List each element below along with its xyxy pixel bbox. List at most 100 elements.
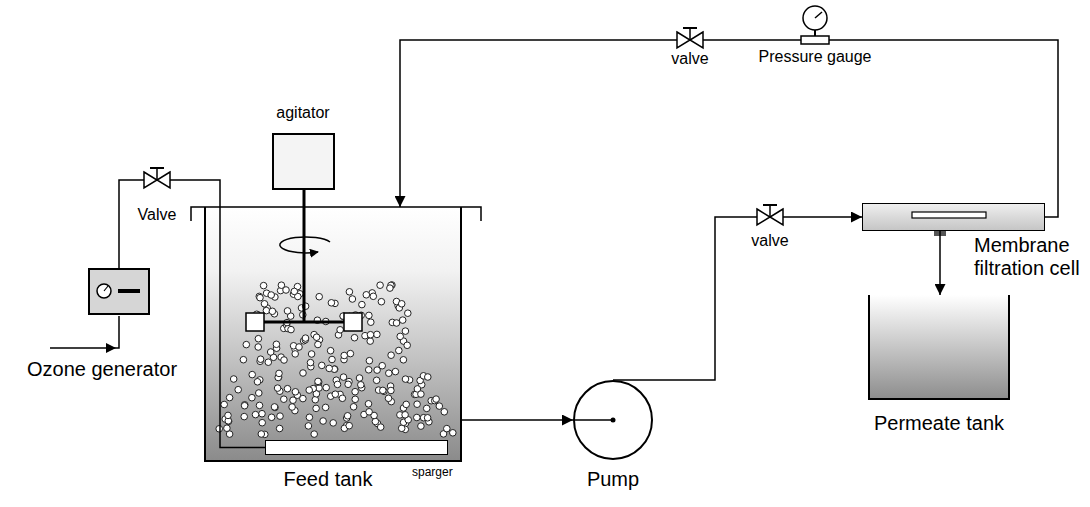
bubble: [344, 413, 351, 420]
bubble: [404, 342, 411, 349]
bubble: [255, 344, 262, 351]
bubble: [387, 285, 394, 292]
node-label: Pump: [587, 468, 639, 491]
bubble: [328, 300, 335, 307]
bubble: [319, 362, 326, 369]
bubble: [241, 413, 248, 420]
bubble: [372, 418, 379, 425]
bubble: [349, 296, 356, 303]
bubble: [337, 327, 344, 334]
bubble: [356, 375, 363, 382]
bubble: [308, 351, 315, 358]
bubble: [241, 402, 248, 409]
bubble: [260, 282, 267, 289]
bubble: [257, 356, 264, 363]
permeate-liquid: [868, 295, 1010, 400]
membrane-sheet: [912, 212, 986, 218]
bubble: [315, 341, 322, 348]
bubble: [334, 381, 341, 388]
bubble: [450, 430, 457, 437]
bubble: [403, 401, 410, 408]
ozone-feed-arrow: [106, 343, 116, 353]
node-label: agitator: [276, 104, 329, 122]
bubble: [402, 328, 409, 335]
bubble: [226, 394, 233, 401]
bubble: [329, 356, 336, 363]
bubble: [284, 385, 291, 392]
bubble: [259, 410, 266, 417]
impeller-bar: [256, 321, 352, 324]
bubble: [322, 404, 329, 411]
bubble-group: [216, 282, 456, 438]
bubble: [315, 379, 322, 386]
bubble: [345, 381, 352, 388]
bubble: [327, 347, 334, 354]
bubble: [306, 387, 313, 394]
agitator-shaft: [303, 190, 306, 322]
bubble: [385, 395, 392, 402]
bubble: [330, 420, 337, 427]
bubble: [396, 347, 403, 354]
bubble: [444, 425, 451, 432]
bubble: [402, 376, 409, 383]
bubble: [252, 411, 259, 418]
bubble: [249, 371, 256, 378]
bubble: [273, 341, 280, 348]
bubble: [224, 425, 231, 432]
bubble: [398, 301, 405, 308]
bubble: [378, 298, 385, 305]
valve-label: valve: [671, 50, 708, 68]
bubble: [300, 395, 307, 402]
impeller-blade: [344, 313, 362, 331]
pipe-connector: [400, 40, 1058, 217]
membrane-filtration-cell: Membrane filtration cell: [862, 203, 1045, 231]
valve-label: valve: [751, 232, 788, 250]
bubble: [418, 391, 425, 398]
bubble: [367, 331, 374, 338]
permeate-tank: Permeate tank: [868, 295, 1010, 400]
ozone-feed-line: [50, 316, 119, 348]
ozone-dial-needle: [104, 286, 108, 291]
bubble: [300, 370, 307, 377]
bubble: [380, 387, 387, 394]
bubble: [320, 418, 327, 425]
valve-symbol: [144, 168, 170, 188]
bubble: [400, 357, 407, 364]
bubble: [399, 317, 406, 324]
bubble: [288, 326, 295, 333]
bubble: [424, 415, 431, 422]
bubble: [366, 357, 373, 364]
bubble: [230, 376, 237, 383]
bubble: [313, 334, 320, 341]
bubble: [306, 414, 313, 421]
bubble: [315, 378, 322, 385]
valve-label: Valve: [138, 206, 177, 224]
bubble: [305, 423, 312, 430]
bubble: [365, 401, 372, 408]
bubble: [367, 338, 374, 345]
pipe-connector: [613, 217, 862, 380]
bubble: [340, 374, 347, 381]
bubble: [358, 382, 365, 389]
bubble: [216, 426, 223, 433]
ozone-dial: [97, 284, 111, 298]
bubble: [225, 412, 232, 419]
bubble: [254, 379, 261, 386]
bubble: [370, 293, 377, 300]
bubble: [425, 374, 432, 381]
bubble: [307, 359, 314, 366]
bubble: [441, 409, 448, 416]
ozone-generator: Ozone generator: [88, 268, 150, 315]
bubble: [265, 359, 272, 366]
bubble: [373, 377, 380, 384]
feed-tank: Feed tanksparger: [204, 207, 462, 462]
bubble: [276, 370, 283, 377]
tank-rim: [191, 207, 481, 221]
bubble: [255, 390, 262, 397]
bubble: [269, 308, 276, 315]
bubble: [249, 394, 256, 401]
bubble: [323, 384, 330, 391]
bubble: [258, 431, 265, 438]
bubble: [363, 292, 370, 299]
bubble: [311, 431, 318, 438]
